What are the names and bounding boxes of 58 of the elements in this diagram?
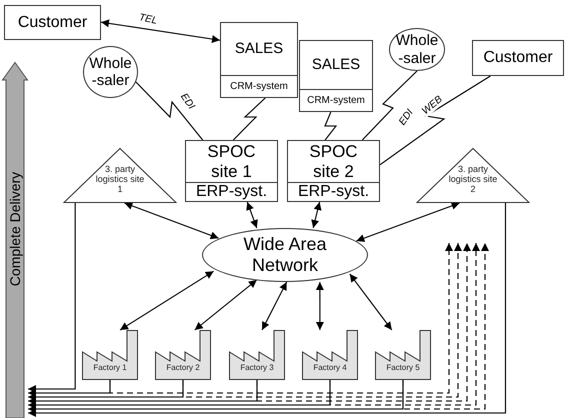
arrow xyxy=(194,279,258,330)
node-text: Wide Area Network xyxy=(242,234,328,276)
node-text: Factory 2 xyxy=(165,363,201,372)
customer-box xyxy=(4,5,101,40)
factory-node xyxy=(155,330,211,380)
node-text: Factory 3 xyxy=(239,363,275,372)
box-title: SPOC site 1 xyxy=(206,141,257,182)
sales-box xyxy=(299,40,373,112)
system-label: ERP-syst. xyxy=(288,182,379,201)
sales-box xyxy=(220,22,298,98)
factory-node xyxy=(82,330,138,380)
dashed-arrow xyxy=(402,243,489,410)
node-text: Factory 4 xyxy=(312,363,348,372)
node-text: Whole -saler xyxy=(394,32,440,67)
wholesaler-circle xyxy=(83,46,138,98)
arrow xyxy=(28,203,76,393)
dashed-arrow xyxy=(182,243,462,398)
node-text: 3. party logistics site 2 xyxy=(448,165,498,195)
arrow xyxy=(246,202,258,228)
arrow xyxy=(124,202,219,240)
box-title: SALES xyxy=(234,39,284,60)
node-text: Factory 5 xyxy=(385,363,421,372)
node-text: Complete Delivery xyxy=(7,172,23,286)
factory-node xyxy=(229,330,285,380)
arrow xyxy=(100,19,220,43)
system-label: ERP-syst. xyxy=(186,182,277,201)
dashed-arrow xyxy=(256,243,471,402)
node-text: Customer xyxy=(483,49,553,67)
box-title: SALES xyxy=(310,55,362,76)
system-label: CRM-system xyxy=(221,75,297,97)
connector-line xyxy=(324,112,338,140)
dashed-arrow xyxy=(329,243,480,406)
spoc-box xyxy=(287,140,380,202)
dashed-arrow xyxy=(109,243,453,394)
arrow xyxy=(349,274,392,330)
arrow xyxy=(356,202,460,242)
arrow xyxy=(262,282,288,330)
node-text: 3. party logistics site 1 xyxy=(95,165,145,195)
logistics-triangle xyxy=(417,148,529,203)
node-text: Customer xyxy=(18,14,88,32)
factory-node xyxy=(302,330,358,380)
connector-line xyxy=(232,98,266,140)
arrow xyxy=(28,203,506,417)
arrow xyxy=(316,282,324,330)
delivery-arrow xyxy=(2,62,28,418)
factory-node xyxy=(375,330,431,380)
box-title: SPOC site 2 xyxy=(308,141,359,182)
customer-box xyxy=(472,40,564,76)
node-text: Factory 1 xyxy=(92,363,128,372)
arrow xyxy=(120,270,214,330)
connector-line xyxy=(380,76,491,166)
connector-line xyxy=(362,70,418,140)
logistics-triangle xyxy=(64,148,176,203)
node-text: Whole -saler xyxy=(88,54,133,90)
spoc-box xyxy=(185,140,278,202)
system-label: CRM-system xyxy=(300,89,372,111)
connector-line xyxy=(135,82,204,140)
arrow xyxy=(311,202,322,228)
